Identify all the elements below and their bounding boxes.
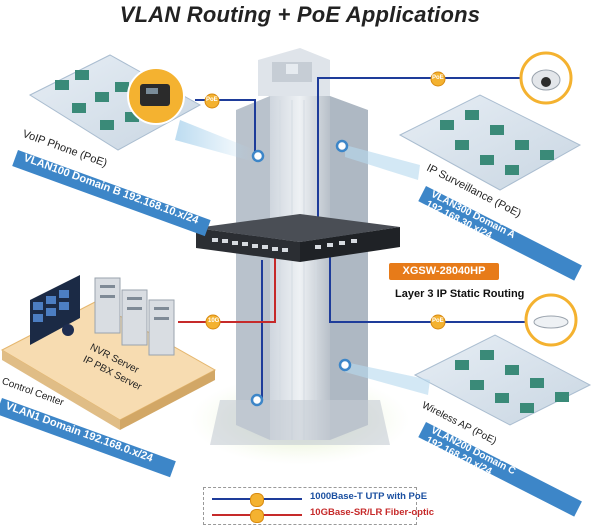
legend-copper-row: 1000Base-T UTP with PoE bbox=[212, 491, 427, 507]
vlan300-banner bbox=[418, 186, 582, 281]
switch-model-label: XGSW-28040HP bbox=[389, 263, 499, 280]
copper-link-wireless bbox=[329, 240, 525, 323]
legend-poe-dot bbox=[250, 493, 264, 507]
legend-fiber-row: 10GBase-SR/LR Fiber-optic bbox=[212, 507, 434, 523]
core-switch bbox=[196, 214, 400, 262]
poe-badge-text-wireless: PoE bbox=[432, 318, 444, 324]
vlan100-banner bbox=[12, 150, 211, 237]
nvr-server-racks bbox=[94, 277, 175, 356]
routing-label: Layer 3 IP Static Routing bbox=[395, 288, 525, 300]
poe-badge-text-surveillance: PoE bbox=[432, 75, 444, 81]
wireless-office-desks bbox=[455, 350, 569, 413]
legend: 1000Base-T UTP with PoE 10GBase-SR/LR Fi… bbox=[203, 487, 434, 525]
surveillance-office-desks bbox=[440, 110, 554, 175]
wireless-office-floor bbox=[413, 334, 592, 426]
legend-10g-dot bbox=[250, 509, 264, 523]
surveillance-office-floor bbox=[398, 94, 582, 191]
vlan1-banner bbox=[0, 398, 176, 478]
poe-badges bbox=[204, 71, 446, 330]
video-wall bbox=[30, 275, 80, 345]
vlan200-banner bbox=[418, 422, 582, 517]
tenG-badge-text: 10G bbox=[208, 318, 220, 324]
page-title: VLAN Routing + PoE Applications bbox=[119, 2, 481, 27]
surveillance-beam bbox=[345, 145, 420, 180]
legend-fiber-text: 10GBase-SR/LR Fiber-optic bbox=[310, 507, 435, 518]
wireless-beam bbox=[345, 362, 430, 395]
operator-figure bbox=[62, 324, 74, 336]
poe-badge-text-voip: PoE bbox=[206, 97, 218, 103]
voip-beam bbox=[175, 120, 255, 162]
legend-copper-text: 1000Base-T UTP with PoE bbox=[310, 491, 428, 502]
voip-office-floor bbox=[28, 54, 202, 151]
copper-link-surveillance bbox=[317, 77, 525, 225]
